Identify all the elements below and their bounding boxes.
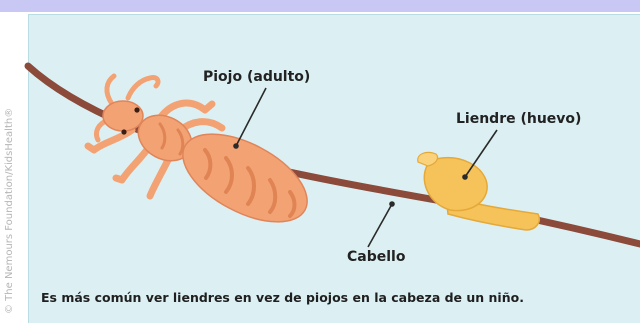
louse-label: Piojo (adulto) bbox=[203, 69, 311, 85]
louse-illustration bbox=[84, 73, 308, 223]
nit-illustration bbox=[417, 151, 540, 231]
hair-strand bbox=[24, 62, 640, 248]
caption: Es más común ver liendres en vez de pioj… bbox=[41, 290, 524, 305]
nit-label: Liendre (huevo) bbox=[456, 111, 582, 127]
pointer-lines bbox=[235, 87, 498, 248]
nit-pointer-dot bbox=[462, 174, 468, 180]
hair-label: Cabello bbox=[347, 249, 406, 265]
header-band bbox=[0, 0, 640, 12]
louse-pointer-dot bbox=[233, 143, 239, 149]
hair-pointer-dot bbox=[389, 201, 395, 207]
